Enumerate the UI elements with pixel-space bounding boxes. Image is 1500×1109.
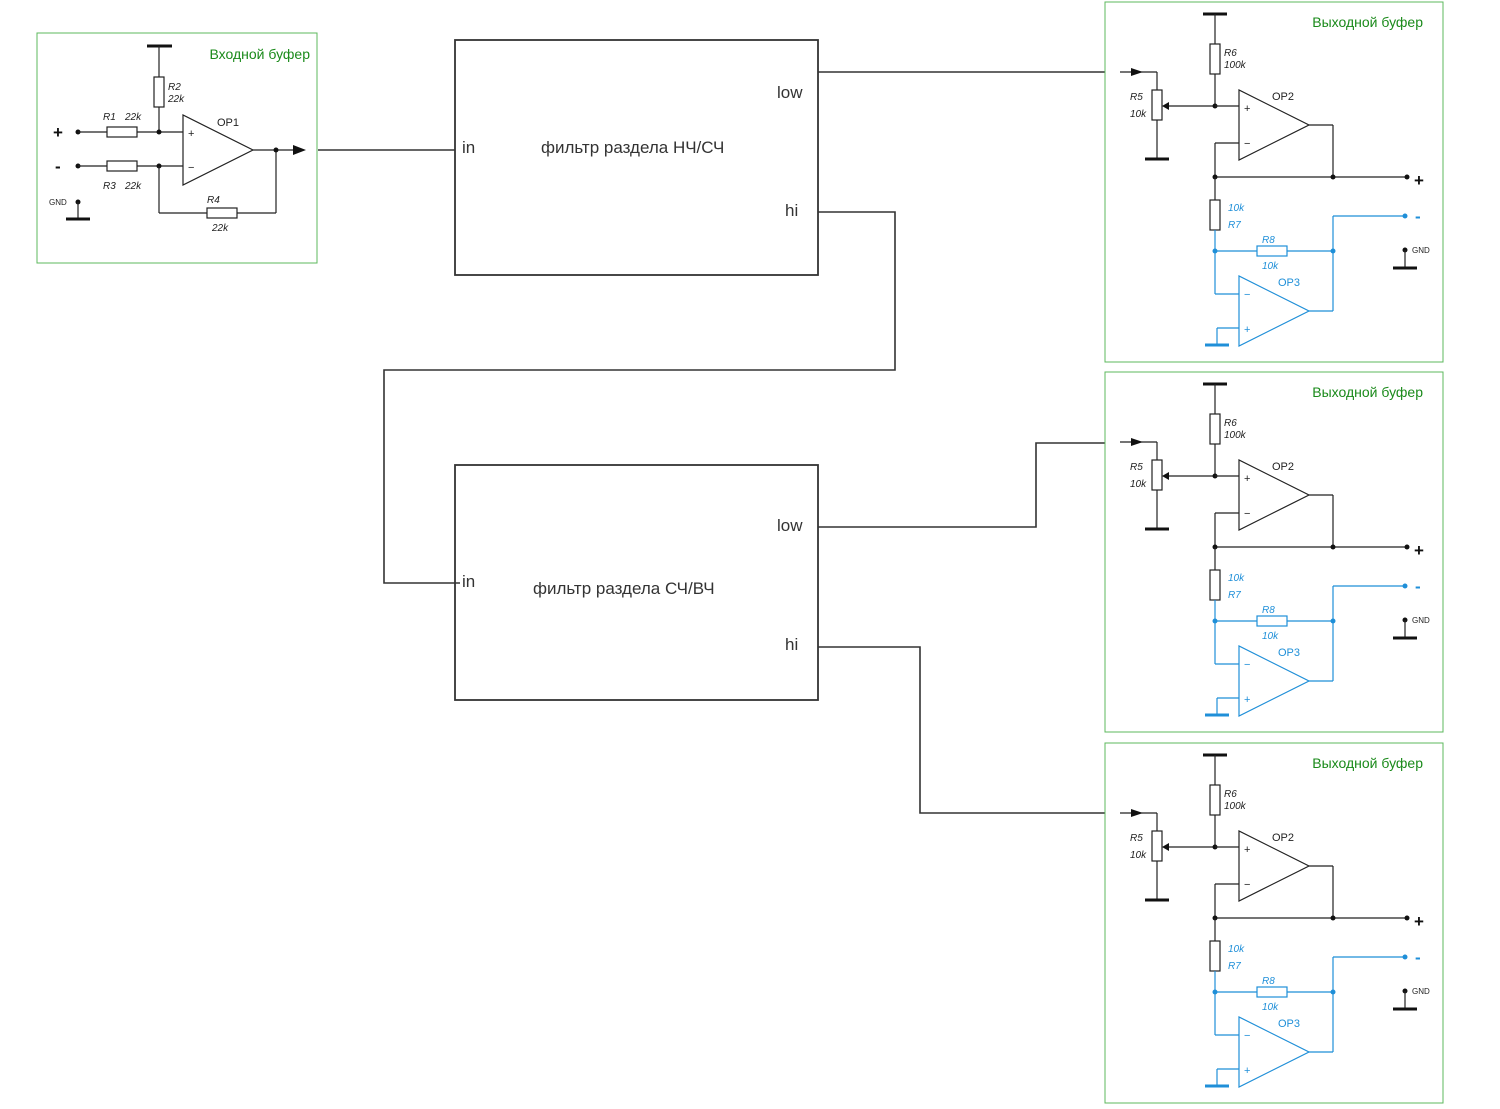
filter-block-lm: фильтр раздела НЧ/СЧ in low hi [454, 39, 819, 276]
filter-lm-in-port: in [462, 138, 475, 157]
ob1-plus-terminal: + [1414, 171, 1424, 190]
op1-plus-pin: + [188, 128, 194, 140]
ob1-r6-label: R6 [1224, 48, 1237, 59]
resistor-r3 [106, 160, 138, 172]
input-buffer-frame [36, 32, 318, 264]
ob2-op3-plus: + [1244, 694, 1250, 706]
resistor-r1 [106, 126, 138, 138]
ob3-op2-label: OP2 [1272, 832, 1294, 844]
filter-mh-in-port: in [462, 572, 475, 591]
ob2-op2-label: OP2 [1272, 461, 1294, 473]
filter-lm-frame [454, 39, 819, 276]
ob3-r8-label: R8 [1262, 976, 1275, 987]
ob2-r7-value: 10k [1228, 573, 1245, 584]
r1-value: 22k [124, 112, 142, 123]
ob1-r5-label: R5 [1130, 92, 1143, 103]
output-arrow-icon [293, 145, 306, 155]
ob3-r5-value: 10k [1130, 850, 1147, 861]
filter-lm-low-port: low [777, 83, 803, 102]
r1-label: R1 [103, 112, 116, 123]
input-minus-terminal: - [55, 157, 61, 176]
output-buffer-3-title: Выходной буфер [1312, 755, 1423, 771]
ob2-op2-minus: − [1244, 508, 1250, 520]
ob2-r6-label: R6 [1224, 418, 1237, 429]
ob1-minus-terminal: - [1415, 207, 1421, 226]
ob3-op3-minus: − [1244, 1030, 1250, 1042]
op1-amplifier [182, 114, 255, 186]
ob1-op2-label: OP2 [1272, 91, 1294, 103]
ob1-r6-value: 100k [1224, 60, 1247, 71]
r4-value: 22k [211, 223, 229, 234]
ob3-r8-value: 10k [1262, 1002, 1279, 1013]
output-buffer-2-title: Выходной буфер [1312, 384, 1423, 400]
resistor-r2 [153, 76, 165, 108]
ob2-plus-terminal: + [1414, 541, 1424, 560]
input-buffer: Входной буфер + - R1 22k R3 22k R2 22k R… [36, 32, 318, 264]
input-gnd-label: GND [49, 198, 67, 207]
ob1-op3-minus: − [1244, 289, 1250, 301]
ob2-r7-label: R7 [1228, 590, 1241, 601]
input-plus-terminal: + [53, 123, 63, 142]
ob2-r8-value: 10k [1262, 631, 1279, 642]
r3-value: 22k [124, 181, 142, 192]
ob3-gnd-label: GND [1412, 987, 1430, 996]
ob1-op2-minus: − [1244, 138, 1250, 150]
filter-mh-title: фильтр раздела СЧ/ВЧ [533, 579, 715, 598]
ob2-op3-minus: − [1244, 659, 1250, 671]
input-buffer-title: Входной буфер [209, 46, 310, 62]
ob2-r6-value: 100k [1224, 430, 1247, 441]
ob1-r8-label: R8 [1262, 235, 1275, 246]
filter-mh-low-port: low [777, 516, 803, 535]
ob3-r7-value: 10k [1228, 944, 1245, 955]
output-buffer-1-title: Выходной буфер [1312, 14, 1423, 30]
ob1-r5-value: 10k [1130, 109, 1147, 120]
filter-mh-hi-port: hi [785, 635, 798, 654]
filter-lm-title: фильтр раздела НЧ/СЧ [541, 138, 724, 157]
ob1-r8-value: 10k [1262, 261, 1279, 272]
ob3-op3-label: OP3 [1278, 1018, 1300, 1030]
signal-wires [318, 71, 1105, 814]
ob2-op3-label: OP3 [1278, 647, 1300, 659]
ob1-gnd-label: GND [1412, 246, 1430, 255]
ob2-op2-plus: + [1244, 473, 1250, 485]
ob3-r6-value: 100k [1224, 801, 1247, 812]
output-buffer-3: Выходной буфер R5 10k R6 100k OP2 + − + … [1103, 741, 1445, 1105]
ob3-plus-terminal: + [1414, 912, 1424, 931]
op1-label: OP1 [217, 117, 239, 129]
ob1-op2-plus: + [1244, 103, 1250, 115]
ob2-r8-label: R8 [1262, 605, 1275, 616]
ob1-op3-label: OP3 [1278, 277, 1300, 289]
ob2-r5-label: R5 [1130, 462, 1143, 473]
ob1-op3-plus: + [1244, 324, 1250, 336]
filter-block-mh: фильтр раздела СЧ/ВЧ in low hi [454, 464, 819, 701]
filter-lm-hi-port: hi [785, 201, 798, 220]
r4-label: R4 [207, 195, 220, 206]
r2-value: 22k [167, 94, 185, 105]
resistor-r4 [206, 207, 238, 219]
ob2-gnd-label: GND [1412, 616, 1430, 625]
ob1-r7-label: R7 [1228, 220, 1241, 231]
ob2-minus-terminal: - [1415, 577, 1421, 596]
ob3-r6-label: R6 [1224, 789, 1237, 800]
ob3-minus-terminal: - [1415, 948, 1421, 967]
ob3-r7-label: R7 [1228, 961, 1241, 972]
ob3-r5-label: R5 [1130, 833, 1143, 844]
output-buffer-1: Выходной буфер R5 10k R6 100k OP2 + − + … [1103, 0, 1445, 364]
output-buffer-2: Выходной буфер R5 10k R6 100k OP2 + − + … [1103, 370, 1445, 734]
ob1-r7-value: 10k [1228, 203, 1245, 214]
r3-label: R3 [103, 181, 116, 192]
r2-label: R2 [168, 82, 181, 93]
ob3-op3-plus: + [1244, 1065, 1250, 1077]
ob2-r5-value: 10k [1130, 479, 1147, 490]
ob3-op2-minus: − [1244, 879, 1250, 891]
op1-minus-pin: − [188, 162, 194, 174]
ob3-op2-plus: + [1244, 844, 1250, 856]
